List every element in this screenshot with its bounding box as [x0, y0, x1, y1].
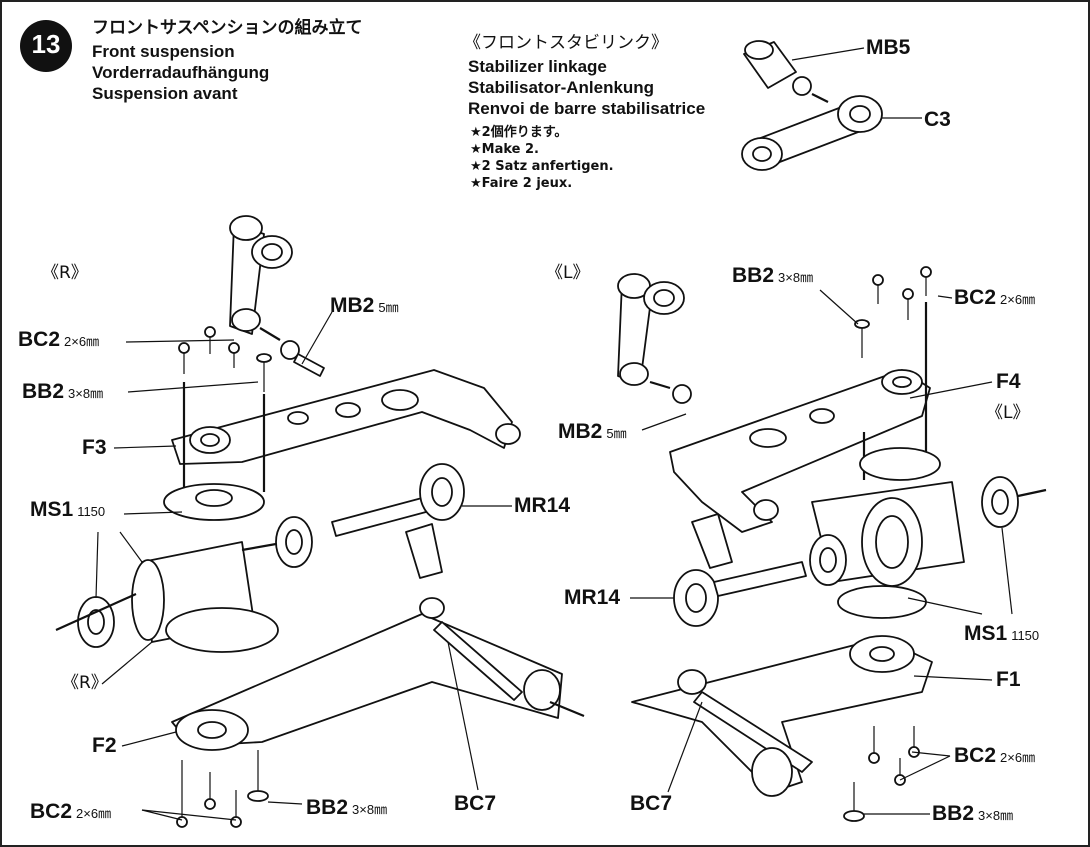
- stabilizer-note-jp: ★2個作ります。: [470, 125, 568, 140]
- label-bc7-right: BC7: [454, 792, 497, 815]
- part-size: 3×8㎜: [68, 386, 104, 401]
- f1-lower-arm-left: [631, 635, 933, 797]
- title-french: Suspension avant: [92, 84, 238, 103]
- stabilizer-title-french: Renvoi de barre stabilisatrice: [468, 99, 706, 118]
- title-english: Front suspension: [92, 42, 235, 61]
- part-size: 2×6㎜: [1000, 750, 1036, 765]
- part-code: BB2: [732, 264, 775, 287]
- label-bc7-left: BC7: [630, 792, 673, 815]
- title-german: Vorderradaufhängung: [92, 63, 270, 82]
- part-size: 2×6㎜: [64, 334, 100, 349]
- part-size: 3×8㎜: [778, 270, 814, 285]
- part-code: BB2: [932, 802, 975, 825]
- side-marker-left-top: 《L》: [546, 263, 590, 283]
- title-japanese: フロントサスペンションの組み立て: [92, 18, 363, 38]
- step-badge-circle: [20, 20, 72, 72]
- label-mr14-left: MR14: [564, 586, 621, 609]
- part-code: BB2: [306, 796, 349, 819]
- part-code: BC2: [18, 328, 61, 351]
- left-stabilizer-link: [617, 273, 692, 404]
- left-mr14-driveshaft: [673, 513, 807, 627]
- side-marker-right-bottom: 《R》: [62, 673, 108, 693]
- part-size: 5㎜: [378, 300, 399, 315]
- f3-upper-arm-right: [171, 369, 521, 465]
- f2-lower-arm-right: [171, 597, 585, 751]
- label-f4: F4: [996, 370, 1021, 393]
- part-size: 3×8㎜: [352, 802, 388, 817]
- side-marker-left-mid: 《L》: [986, 403, 1030, 423]
- right-knuckle: [131, 483, 279, 653]
- mb5-ball-connector: [743, 40, 812, 96]
- part-size: 5㎜: [606, 426, 627, 441]
- part-size: 3×8㎜: [978, 808, 1014, 823]
- right-bearings: [55, 516, 313, 648]
- stabilizer-note-fr: ★Faire 2 jeux.: [470, 176, 573, 191]
- part-code: MS1: [30, 498, 74, 521]
- part-code: MB2: [330, 294, 375, 317]
- part-size: 1150: [1011, 628, 1040, 643]
- f4-upper-arm-left: [669, 369, 931, 533]
- label-mr14-right: MR14: [514, 494, 571, 517]
- right-top-screws: [178, 326, 272, 502]
- part-size: 1150: [77, 504, 106, 519]
- part-code: MS1: [964, 622, 1008, 645]
- part-size: 2×6㎜: [76, 806, 112, 821]
- leader-lines: [95, 289, 1013, 821]
- side-marker-right-top: 《R》: [42, 263, 88, 283]
- part-code: BC2: [954, 286, 997, 309]
- stabilizer-title-japanese: 《フロントスタビリンク》: [464, 33, 668, 53]
- label-f1: F1: [996, 668, 1021, 691]
- stabilizer-title-german: Stabilisator-Anlenkung: [468, 78, 655, 97]
- label-c3: C3: [924, 108, 951, 131]
- left-knuckle: [811, 447, 965, 619]
- part-code: BC2: [30, 800, 73, 823]
- part-size: 2×6㎜: [1000, 292, 1036, 307]
- right-stabilizer-link: [229, 215, 325, 377]
- right-mr14-driveshaft: [331, 463, 465, 579]
- label-mb5: MB5: [866, 36, 911, 59]
- part-code: BC2: [954, 744, 997, 767]
- c3-rod-end: [741, 95, 883, 171]
- left-bottom-screws: [843, 726, 920, 822]
- stabilizer-title-english: Stabilizer linkage: [468, 57, 607, 76]
- part-code: MB2: [558, 420, 603, 443]
- stabilizer-linkage-drawing: [741, 40, 922, 171]
- step-number: 13: [31, 29, 61, 59]
- part-code: BB2: [22, 380, 65, 403]
- label-f2: F2: [92, 734, 117, 757]
- stabilizer-note-en: ★Make 2.: [470, 142, 539, 157]
- stabilizer-note-de: ★2 Satz anfertigen.: [470, 159, 614, 174]
- label-f3: F3: [82, 436, 107, 459]
- left-bearings: [809, 476, 1047, 586]
- left-top-screws: [854, 266, 932, 480]
